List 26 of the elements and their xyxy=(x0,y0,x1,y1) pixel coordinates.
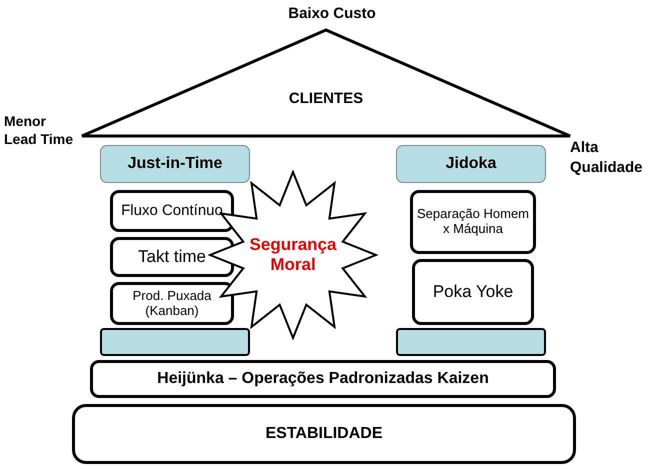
pillar-block xyxy=(110,237,234,277)
corner-label: Baixo Custo xyxy=(287,4,377,24)
pillar-base xyxy=(100,328,250,356)
pillar-header xyxy=(396,145,546,183)
starburst-label: Segurança Moral xyxy=(248,235,338,275)
foundation-base xyxy=(72,404,576,464)
corner-label: Menor Lead Time xyxy=(4,112,74,148)
pillar-block xyxy=(410,190,536,254)
block-label: Prod. Puxada (Kanban) xyxy=(132,288,212,318)
roof-label: CLIENTES xyxy=(288,90,364,108)
corner-label: Alta Qualidade xyxy=(570,138,644,177)
pillar-block xyxy=(110,282,234,325)
pillar-base xyxy=(396,328,546,356)
foundation-beam xyxy=(90,360,556,398)
pillar-block xyxy=(110,190,234,232)
pillar-header xyxy=(100,145,250,183)
roof-triangle xyxy=(80,28,572,138)
pillar-title: Jidoka xyxy=(446,154,496,174)
block-label: Fluxo Contínuo xyxy=(120,202,224,220)
base-label: ESTABILIDADE xyxy=(265,424,383,444)
beam-label: Heijünka – Operações Padronizadas Kaizen xyxy=(157,370,489,388)
block-label: Separação Homem x Máquina xyxy=(416,207,530,237)
block-label: Takt time xyxy=(136,247,208,267)
block-label: Poka Yoke xyxy=(432,282,514,302)
pillar-title: Just-in-Time xyxy=(128,154,222,174)
pillar-block xyxy=(412,259,534,325)
